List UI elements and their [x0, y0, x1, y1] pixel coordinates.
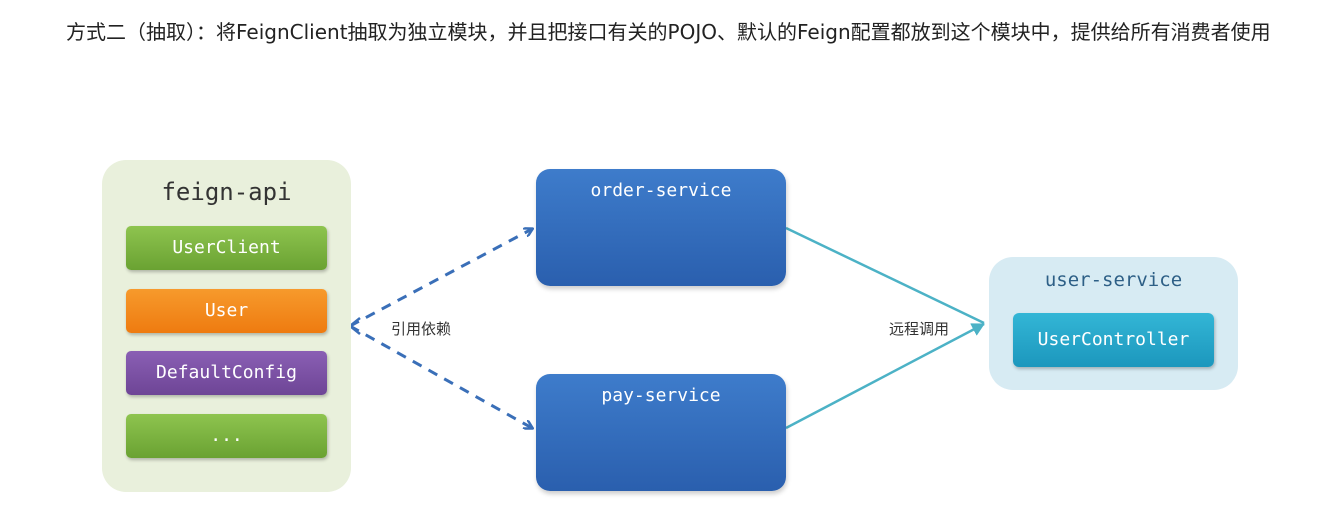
feign-api-module: feign-api UserClient User DefaultConfig …: [102, 160, 351, 492]
order-service-box: order-service: [536, 169, 786, 286]
remote-call-label: 远程调用: [889, 320, 950, 338]
depend-arrow-tail: [347, 317, 361, 335]
more-items-chip: ...: [126, 414, 327, 458]
depend-arrow-order: [349, 229, 532, 328]
user-service-module: user-service UserController: [989, 257, 1238, 390]
remote-arrow-order: [785, 226, 985, 325]
remote-arrow-pay: [785, 322, 985, 430]
depend-label: 引用依赖: [391, 320, 452, 338]
pay-service-label: pay-service: [601, 385, 721, 406]
order-service-label: order-service: [590, 180, 732, 201]
user-client-chip: UserClient: [126, 226, 327, 270]
intro-paragraph: 方式二（抽取）：将FeignClient抽取为独立模块，并且把接口有关的POJO…: [66, 20, 1271, 44]
depend-arrow-pay: [349, 324, 532, 428]
user-service-title: user-service: [1044, 269, 1183, 291]
pay-service-box: pay-service: [536, 374, 786, 491]
default-config-chip: DefaultConfig: [126, 351, 327, 395]
user-pojo-chip: User: [126, 289, 327, 333]
feign-api-title: feign-api: [161, 178, 292, 206]
user-controller-chip: UserController: [1013, 313, 1214, 367]
